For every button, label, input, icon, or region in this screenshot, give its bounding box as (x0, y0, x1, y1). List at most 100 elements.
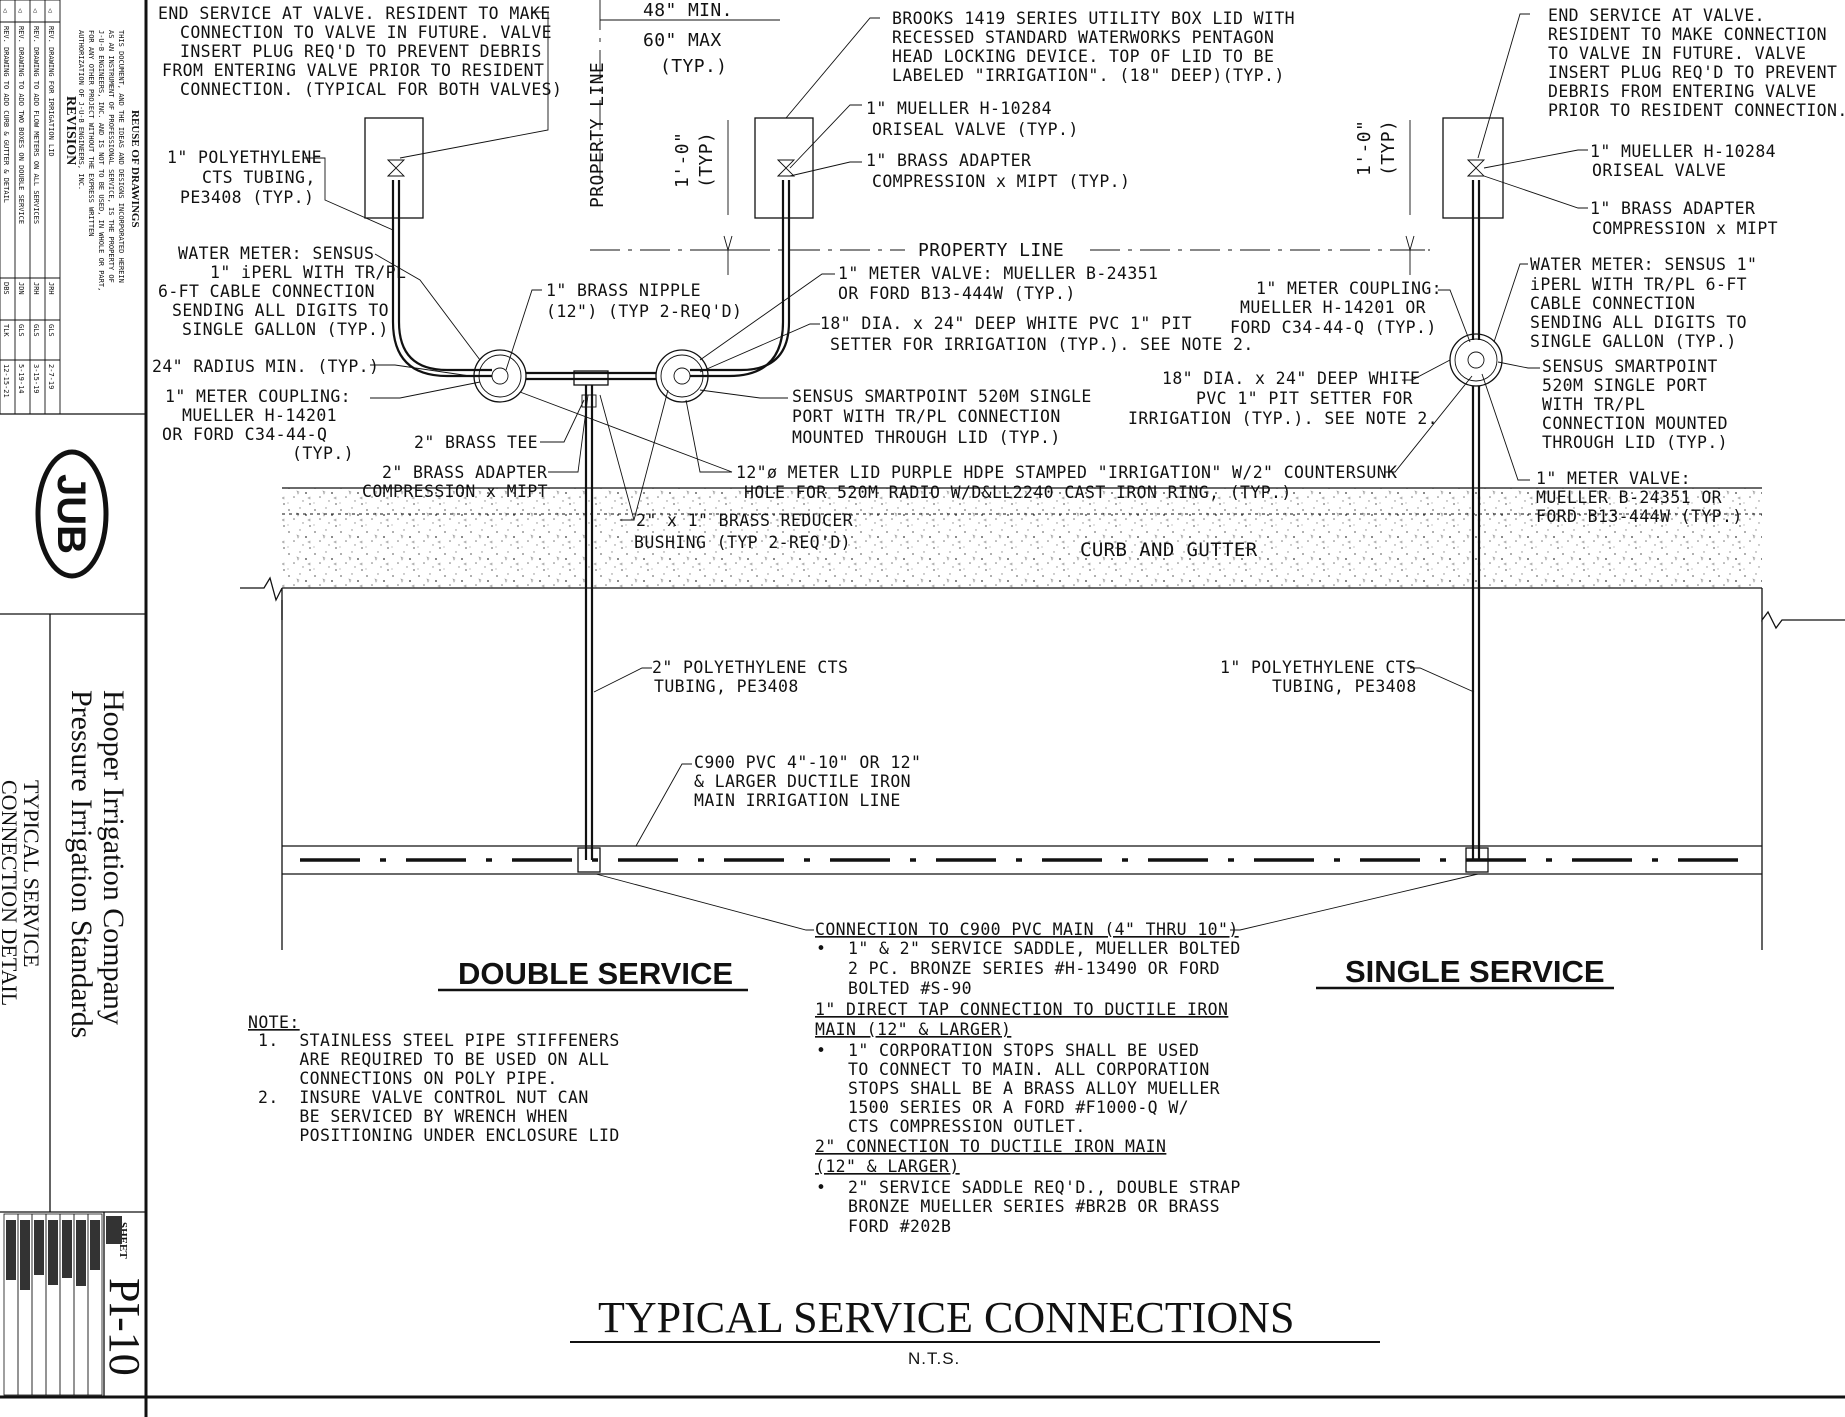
valve-center-icon (776, 159, 796, 177)
callout-end-service-right-2: TO VALVE IN FUTURE. VALVE (1548, 44, 1806, 63)
revision-2-description: REV. DRAWING TO ADD FLOW METERS ON ALL S… (32, 26, 40, 224)
callout-end-service-right-0: END SERVICE AT VALVE. (1548, 6, 1765, 25)
callout-brass-adapter-2in-1: COMPRESSION x MIPT (362, 482, 548, 501)
callout-pit-setter-right-0: 18" DIA. x 24" DEEP WHITE (1162, 369, 1420, 388)
meter-setter-right-icon (655, 349, 709, 403)
poly-tubing-left (391, 180, 492, 378)
revision-triangle-1: △ (3, 6, 8, 14)
dim-one-foot-left-typ: (TYP) (696, 132, 717, 188)
dim-60-max: 60" MAX (643, 30, 722, 51)
callout-poly-2in-0: 2" POLYETHYLENE CTS (652, 658, 848, 677)
callout-meter-valve-right-2: FORD B13-444W (TYP.) (1536, 507, 1743, 526)
conn-b2-1: TO CONNECT TO MAIN. ALL CORPORATION (848, 1060, 1210, 1079)
revision-0-chk: TLK (2, 324, 10, 337)
general-note-1-2: CONNECTIONS ON POLY PIPE. (258, 1069, 558, 1088)
callout-meter-coupling-left-1: MUELLER H-14201 (182, 406, 337, 425)
general-note-1-0: 1. STAINLESS STEEL PIPE STIFFENERS (258, 1031, 620, 1050)
callout-water-meter-right-1: iPERL WITH TR/PL 6-FT (1530, 275, 1747, 294)
property-line-horizontal-label: PROPERTY LINE (918, 240, 1064, 261)
reuse-text-0: THIS DOCUMENT, AND THE IDEAS AND DESIGNS… (117, 30, 125, 283)
project-info-rows (3, 1213, 122, 1396)
service-saddle-left-icon (577, 847, 601, 873)
revision-0-by: DBS (2, 282, 10, 295)
conn-b1-0: 1" & 2" SERVICE SADDLE, MUELLER BOLTED (848, 939, 1241, 958)
callout-poly-tubing-left-2: PE3408 (TYP.) (180, 188, 314, 207)
service-saddle-right-icon (1465, 847, 1489, 873)
callout-meter-coupling-left-0: 1" METER COUPLING: (165, 387, 351, 406)
callout-meter-coupling-left-2: OR FORD C34-44-Q (162, 425, 327, 444)
callout-brass-tee: 2" BRASS TEE (414, 433, 538, 452)
conn-heading-1: CONNECTION TO C900 PVC MAIN (4" THRU 10"… (815, 920, 1239, 939)
callout-water-meter-right-4: SINGLE GALLON (TYP.) (1530, 332, 1737, 351)
callout-c900-main-0: C900 PVC 4"-10" OR 12" (694, 753, 921, 772)
property-line-vertical-label: PROPERTY LINE (587, 62, 608, 208)
callout-end-service-left-3: FROM ENTERING VALVE PRIOR TO RESIDENT (162, 61, 544, 80)
single-service-heading: SINGLE SERVICE (1345, 954, 1605, 989)
callout-mueller-oriseal-right-1: ORISEAL VALVE (1592, 161, 1726, 180)
callout-brass-adapter-left-0: 1" BRASS ADAPTER (866, 151, 1031, 170)
callout-pit-setter-right-1: PVC 1" PIT SETTER FOR (1196, 389, 1413, 408)
callout-water-meter-right-2: CABLE CONNECTION (1530, 294, 1695, 313)
callout-smartpoint-right-3: CONNECTION MOUNTED (1542, 414, 1728, 433)
reuse-text-4: AUTHORIZATION OF J-U-B ENGINEERS, INC. (77, 30, 85, 190)
callout-meter-coupling-right-2: FORD C34-44-Q (TYP.) (1230, 318, 1437, 337)
callout-brass-adapter-2in-0: 2" BRASS ADAPTER (382, 463, 547, 482)
callout-water-meter-left-4: SINGLE GALLON (TYP.) (182, 320, 389, 339)
conn-b2-2: STOPS SHALL BE A BRASS ALLOY MUELLER (848, 1079, 1220, 1098)
revision-2-by: JRH (32, 282, 40, 295)
general-note-2-1: BE SERVICED BY WRENCH WHEN (258, 1107, 568, 1126)
double-service-assembly (364, 117, 814, 873)
connection-notes: CONNECTION TO C900 PVC MAIN (4" THRU 10"… (815, 920, 1241, 1236)
general-notes: NOTE: 1. STAINLESS STEEL PIPE STIFFENERS… (248, 1013, 620, 1145)
callouts: END SERVICE AT VALVE. RESIDENT TO MAKE C… (152, 4, 1845, 810)
callout-brass-nipple-1: (12") (TYP 2-REQ'D) (546, 302, 742, 321)
bullet-3-icon: • (816, 1178, 826, 1197)
general-note-2-0: 2. INSURE VALVE CONTROL NUT CAN (258, 1088, 589, 1107)
conn-heading-3-1: (12" & LARGER) (815, 1157, 960, 1176)
conn-b3-2: FORD #202B (848, 1217, 951, 1236)
callout-end-service-right-5: PRIOR TO RESIDENT CONNECTION. (1548, 101, 1845, 120)
callout-water-meter-left-2: 6-FT CABLE CONNECTION (158, 282, 375, 301)
callout-smartpoint-left-2: MOUNTED THROUGH LID (TYP.) (792, 428, 1061, 447)
callout-poly-tubing-left-1: CTS TUBING, (202, 168, 316, 187)
callout-water-meter-left-3: SENDING ALL DIGITS TO (172, 301, 389, 320)
detail-title-line-1: TYPICAL SERVICE (19, 780, 44, 967)
revision-2-date: 3-15-19 (32, 364, 40, 394)
revision-2-chk: GLS (32, 324, 40, 337)
callout-brass-adapter-right-0: 1" BRASS ADAPTER (1590, 199, 1755, 218)
valve-right-icon (1466, 159, 1486, 177)
callout-meter-lid-0: 12"ø METER LID PURPLE HDPE STAMPED "IRRI… (736, 463, 1397, 482)
revision-3-date: 2-7-19 (47, 364, 55, 389)
callout-smartpoint-right-2: WITH TR/PL (1542, 395, 1645, 414)
standards-name: Pressure Irrigation Standards (65, 690, 98, 1038)
bullet-1-icon: • (816, 939, 826, 958)
callout-brass-nipple-0: 1" BRASS NIPPLE (546, 281, 701, 300)
callout-smartpoint-right-0: SENSUS SMARTPOINT (1542, 357, 1718, 376)
revision-3-description: REV. DRAWING FOR IRRIGATION LID (47, 26, 55, 157)
callout-mueller-oriseal-left-1: ORISEAL VALVE (TYP.) (872, 120, 1079, 139)
conn-b2-0: 1" CORPORATION STOPS SHALL BE USED (848, 1041, 1199, 1060)
conn-heading-2-1: MAIN (12" & LARGER) (815, 1020, 1011, 1039)
dimensions: 48" MIN. 60" MAX (TYP.) 1'-0" (TYP) 1'-0… (600, 0, 1425, 275)
callout-end-service-left-4: CONNECTION. (TYPICAL FOR BOTH VALVES) (180, 80, 562, 99)
callout-poly-2in-1: TUBING, PE3408 (654, 677, 799, 696)
callout-end-service-right-1: RESIDENT TO MAKE CONNECTION (1548, 25, 1827, 44)
callout-brass-adapter-right-1: COMPRESSION x MIPT (1592, 219, 1778, 238)
callout-mueller-oriseal-left-0: 1" MUELLER H-10284 (866, 99, 1052, 118)
callout-brass-reducer-0: 2" x 1" BRASS REDUCER (636, 511, 853, 530)
meter-setter-left-icon (473, 349, 527, 403)
callout-pit-setter-left-0: 18" DIA. x 24" DEEP WHITE PVC 1" PIT (820, 314, 1192, 333)
conn-heading-2-0: 1" DIRECT TAP CONNECTION TO DUCTILE IRON (815, 1000, 1228, 1019)
callout-end-service-left-0: END SERVICE AT VALVE. RESIDENT TO MAKE (158, 4, 551, 23)
drawing-scale: N.T.S. (908, 1349, 960, 1368)
callout-meter-coupling-right-0: 1" METER COUPLING: (1256, 279, 1442, 298)
dim-one-foot-right-typ: (TYP) (1378, 120, 1399, 176)
callout-end-service-right-3: INSERT PLUG REQ'D TO PREVENT (1548, 63, 1837, 82)
leader-lines (303, 11, 1588, 931)
revision-0-description: REV. DRAWING TO ADD CURB & GUTTER & DETA… (2, 26, 10, 203)
section-headings: DOUBLE SERVICE SINGLE SERVICE TYPICAL SE… (438, 954, 1614, 1368)
company-name: Hooper Irrigation Company (97, 690, 130, 1025)
dim-48-min: 48" MIN. (643, 0, 733, 21)
